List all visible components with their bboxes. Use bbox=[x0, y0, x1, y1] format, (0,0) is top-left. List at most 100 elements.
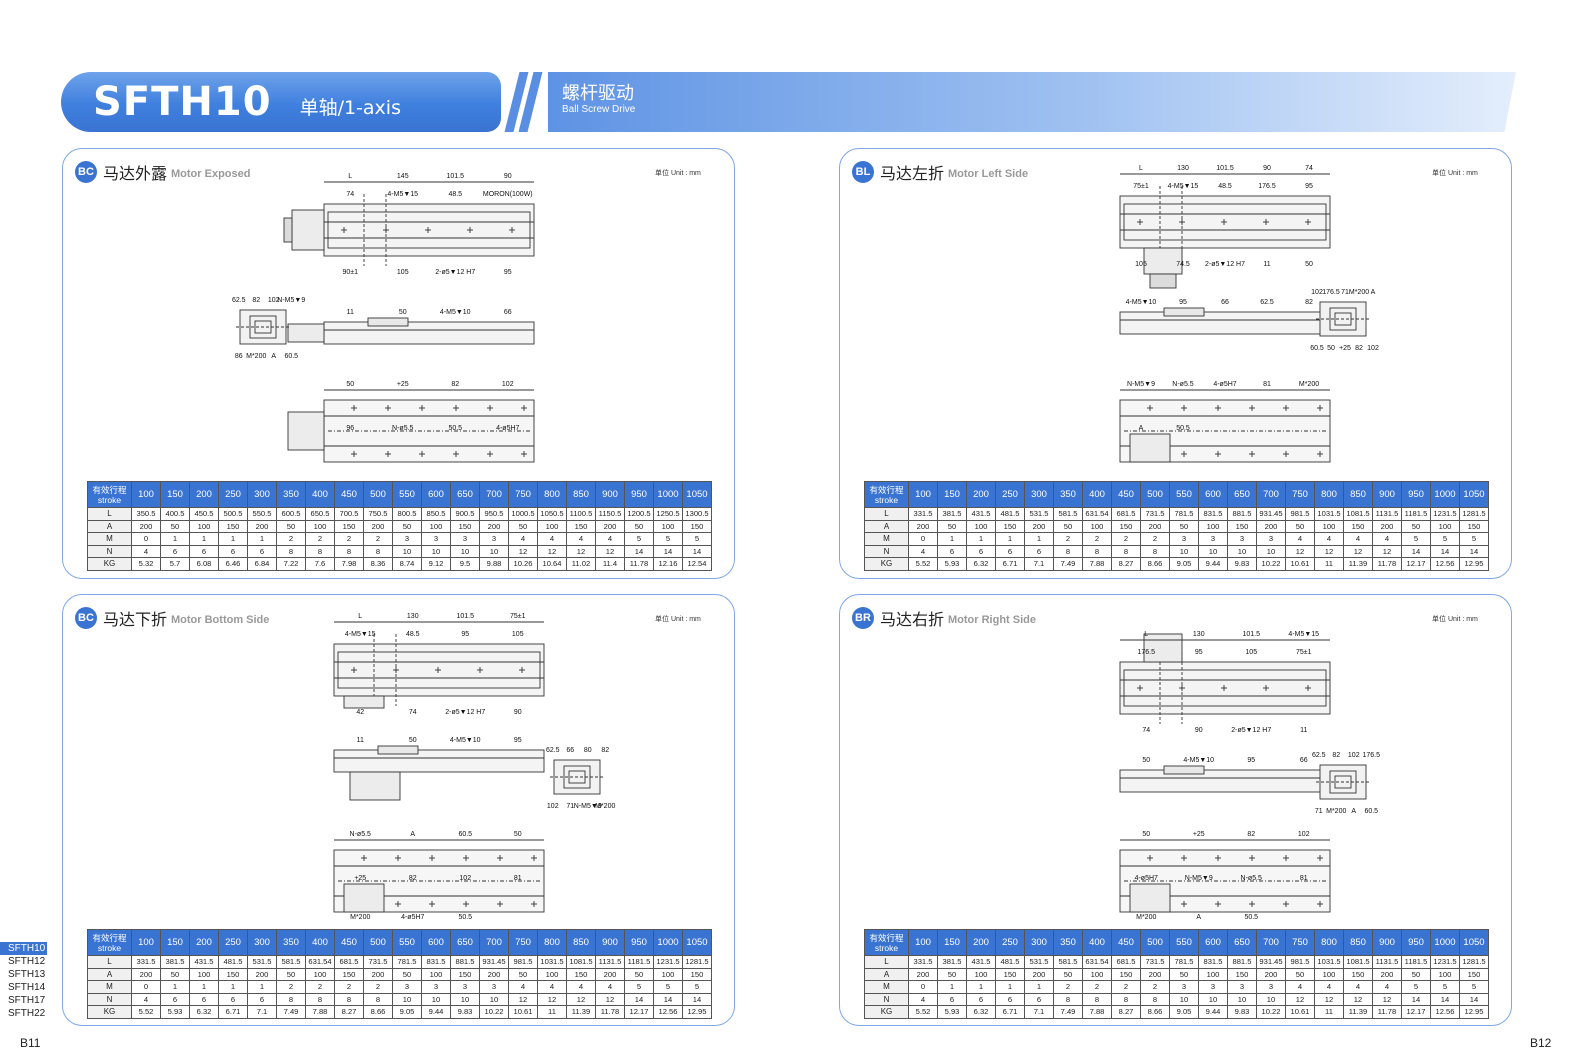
table-cell: 9.44 bbox=[421, 1005, 451, 1019]
stroke-value: 700 bbox=[1256, 481, 1286, 508]
table-cell: 681.5 bbox=[1111, 507, 1141, 521]
table-cell: 1081.5 bbox=[1343, 507, 1373, 521]
type-badge: BL bbox=[852, 161, 874, 183]
model-link-sfth22[interactable]: SFTH22 bbox=[8, 1008, 46, 1019]
dimension-label: 176.5 bbox=[1362, 752, 1380, 759]
table-cell: 8 bbox=[1140, 992, 1170, 1006]
row-label: A bbox=[864, 967, 909, 981]
dimension-label: 86 bbox=[235, 353, 243, 360]
model-link-sfth13[interactable]: SFTH13 bbox=[8, 969, 46, 980]
stroke-value: 800 bbox=[1314, 481, 1344, 508]
dimension-label: 75±1 bbox=[1133, 183, 1149, 190]
table-cell: 531.5 bbox=[1024, 507, 1054, 521]
dimension-label: 71 bbox=[566, 803, 574, 810]
table-cell: 200 bbox=[131, 967, 161, 981]
table-cell: 2 bbox=[363, 532, 393, 546]
dimension-label: +25 bbox=[1193, 831, 1205, 838]
table-cell: 6.32 bbox=[966, 557, 996, 571]
table-cell: 8 bbox=[363, 992, 393, 1006]
table-cell: 12.17 bbox=[1401, 557, 1431, 571]
table-cell: 950.5 bbox=[479, 507, 509, 521]
table-cell: 1181.5 bbox=[1401, 955, 1431, 969]
stroke-value: 850 bbox=[1343, 929, 1373, 956]
table-cell: 5 bbox=[1401, 532, 1431, 546]
row-label: KG bbox=[864, 1005, 909, 1019]
dimension-label: 176.5 bbox=[1137, 649, 1155, 656]
table-cell: 1281.5 bbox=[1459, 955, 1489, 969]
table-cell: 6.71 bbox=[218, 1005, 248, 1019]
table-cell: 10.64 bbox=[537, 557, 567, 571]
stroke-value: 650 bbox=[450, 481, 480, 508]
table-cell: 12 bbox=[508, 992, 538, 1006]
table-cell: 4 bbox=[1285, 532, 1315, 546]
table-cell: 8 bbox=[1053, 992, 1083, 1006]
row-label: L bbox=[87, 955, 132, 969]
table-cell: 200 bbox=[908, 519, 938, 533]
model-link-sfth14[interactable]: SFTH14 bbox=[8, 982, 46, 993]
dimension-label: 82 bbox=[1305, 299, 1313, 306]
stroke-value: 400 bbox=[1082, 929, 1112, 956]
table-cell: 1000.5 bbox=[508, 507, 538, 521]
table-cell: 1181.5 bbox=[1401, 507, 1431, 521]
table-cell: 881.5 bbox=[1227, 955, 1257, 969]
drive-banner: 螺杆驱动 Ball Screw Drive bbox=[548, 72, 1516, 132]
dimension-label: 62.5 bbox=[1260, 299, 1274, 306]
table-cell: 100 bbox=[421, 519, 451, 533]
table-cell: 9.05 bbox=[1169, 1005, 1199, 1019]
table-cell: 4 bbox=[566, 532, 596, 546]
table-cell: 50 bbox=[392, 519, 422, 533]
dimension-label: 101.5 bbox=[446, 173, 464, 180]
table-cell: 50 bbox=[392, 967, 422, 981]
table-cell: 5 bbox=[1459, 980, 1489, 994]
table-cell: 100 bbox=[537, 519, 567, 533]
stroke-value: 250 bbox=[218, 481, 248, 508]
table-cell: 4 bbox=[131, 544, 161, 558]
table-cell: 200 bbox=[1256, 519, 1286, 533]
header-banner: SFTH10 单轴/1-axis bbox=[61, 72, 501, 132]
stroke-value: 100 bbox=[908, 929, 938, 956]
dimension-label: M*200 bbox=[1326, 808, 1346, 815]
table-cell: 12 bbox=[566, 992, 596, 1006]
table-cell: 1131.5 bbox=[1372, 955, 1402, 969]
model-link-sfth12[interactable]: SFTH12 bbox=[8, 956, 46, 967]
dimension-label: 82 bbox=[1247, 831, 1255, 838]
table-cell: 12.95 bbox=[682, 1005, 712, 1019]
model-link-sfth10[interactable]: SFTH10 bbox=[0, 942, 47, 955]
stroke-value: 350 bbox=[1053, 481, 1083, 508]
table-cell: 1 bbox=[966, 980, 996, 994]
table-cell: 7.88 bbox=[1082, 1005, 1112, 1019]
stroke-value: 950 bbox=[1401, 929, 1431, 956]
table-cell: 11 bbox=[537, 1005, 567, 1019]
dimension-label: A bbox=[1351, 808, 1356, 815]
dimension-label: N-M5▼9 bbox=[1185, 875, 1213, 882]
dimension-label: 4-ø5H7 bbox=[401, 914, 424, 921]
dimension-label: 90 bbox=[514, 709, 522, 716]
table-cell: 1031.5 bbox=[537, 955, 567, 969]
table-cell: 8 bbox=[1053, 544, 1083, 558]
table-cell: 1131.5 bbox=[595, 955, 625, 969]
table-cell: 931.45 bbox=[479, 955, 509, 969]
table-cell: 6 bbox=[160, 544, 190, 558]
table-cell: 350.5 bbox=[131, 507, 161, 521]
table-cell: 981.5 bbox=[508, 955, 538, 969]
table-cell: 6 bbox=[1024, 544, 1054, 558]
model-link-sfth17[interactable]: SFTH17 bbox=[8, 995, 46, 1006]
table-cell: 12.95 bbox=[1459, 557, 1489, 571]
stroke-value: 800 bbox=[1314, 929, 1344, 956]
table-cell: 14 bbox=[682, 992, 712, 1006]
table-cell: 11 bbox=[1314, 557, 1344, 571]
table-cell: 500.5 bbox=[218, 507, 248, 521]
table-cell: 50 bbox=[1401, 967, 1431, 981]
table-cell: 6.71 bbox=[995, 1005, 1025, 1019]
panel-title-en: Motor Right Side bbox=[948, 614, 1037, 626]
dimension-label: 81 bbox=[514, 875, 522, 882]
table-cell: 4 bbox=[1343, 532, 1373, 546]
stroke-value: 500 bbox=[1140, 481, 1170, 508]
table-cell: 7.1 bbox=[247, 1005, 277, 1019]
